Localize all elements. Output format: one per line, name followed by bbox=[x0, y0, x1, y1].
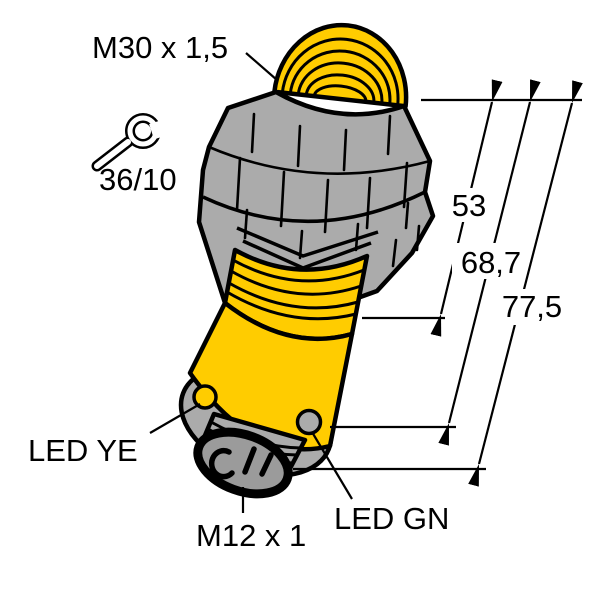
hex-facet-line bbox=[342, 128, 348, 172]
led-yellow-label: LED YE bbox=[28, 433, 138, 468]
thread-ring bbox=[232, 258, 365, 283]
m12-connector-label: M12 x 1 bbox=[196, 518, 306, 553]
led-yellow-indicator bbox=[192, 384, 218, 410]
thread-ring bbox=[228, 281, 359, 310]
wrench-icon bbox=[91, 113, 179, 172]
hex-facet-line bbox=[386, 114, 392, 156]
m30-leader-line bbox=[245, 52, 278, 81]
dimension-77-5: 77,5 bbox=[293, 80, 583, 487]
hex-facet-line bbox=[250, 112, 256, 154]
connector-pin-slot bbox=[259, 452, 274, 477]
thread-ring bbox=[280, 37, 400, 106]
dimension-77-5-label: 77,5 bbox=[502, 289, 562, 324]
m30-thread-dome bbox=[272, 22, 409, 109]
hex-facet-line bbox=[296, 124, 302, 168]
thread-dome-silhouette bbox=[272, 22, 409, 109]
hex-facet-line bbox=[391, 238, 398, 268]
label-mask bbox=[490, 289, 575, 325]
led-yellow-leader-line bbox=[149, 403, 201, 434]
hex-facet-line bbox=[279, 170, 286, 228]
hex-facet-line bbox=[323, 178, 330, 234]
led-green-leader-line bbox=[311, 431, 353, 500]
led-green-indicator bbox=[295, 408, 323, 436]
dimension-53-label: 53 bbox=[452, 188, 486, 223]
thread-ring bbox=[230, 269, 362, 296]
led-green-label: LED GN bbox=[334, 501, 449, 536]
hex-groove-edge bbox=[236, 226, 379, 258]
hex-facet-line bbox=[235, 156, 242, 212]
thread-ring bbox=[296, 61, 384, 104]
m12-connector bbox=[193, 411, 308, 499]
connector-pin-slot bbox=[242, 446, 257, 475]
hex-facet-line bbox=[415, 224, 421, 252]
hex-facet-line bbox=[365, 176, 372, 230]
wrench-size-label: 36/10 bbox=[99, 162, 177, 197]
hex-band-edge bbox=[202, 190, 426, 223]
thread-ring bbox=[226, 290, 357, 321]
dimension-68-7-label: 68,7 bbox=[461, 245, 521, 280]
hex-facet-line bbox=[404, 201, 410, 230]
thread-ring bbox=[288, 49, 392, 105]
hex-band-edge bbox=[207, 145, 432, 175]
connector-pin-slot bbox=[208, 447, 235, 480]
hex-facet-line bbox=[402, 161, 409, 209]
m30-thread-label: M30 x 1,5 bbox=[92, 30, 228, 65]
thread-ring bbox=[304, 73, 376, 103]
thread-ring bbox=[312, 84, 368, 103]
lower-thread bbox=[222, 247, 370, 342]
